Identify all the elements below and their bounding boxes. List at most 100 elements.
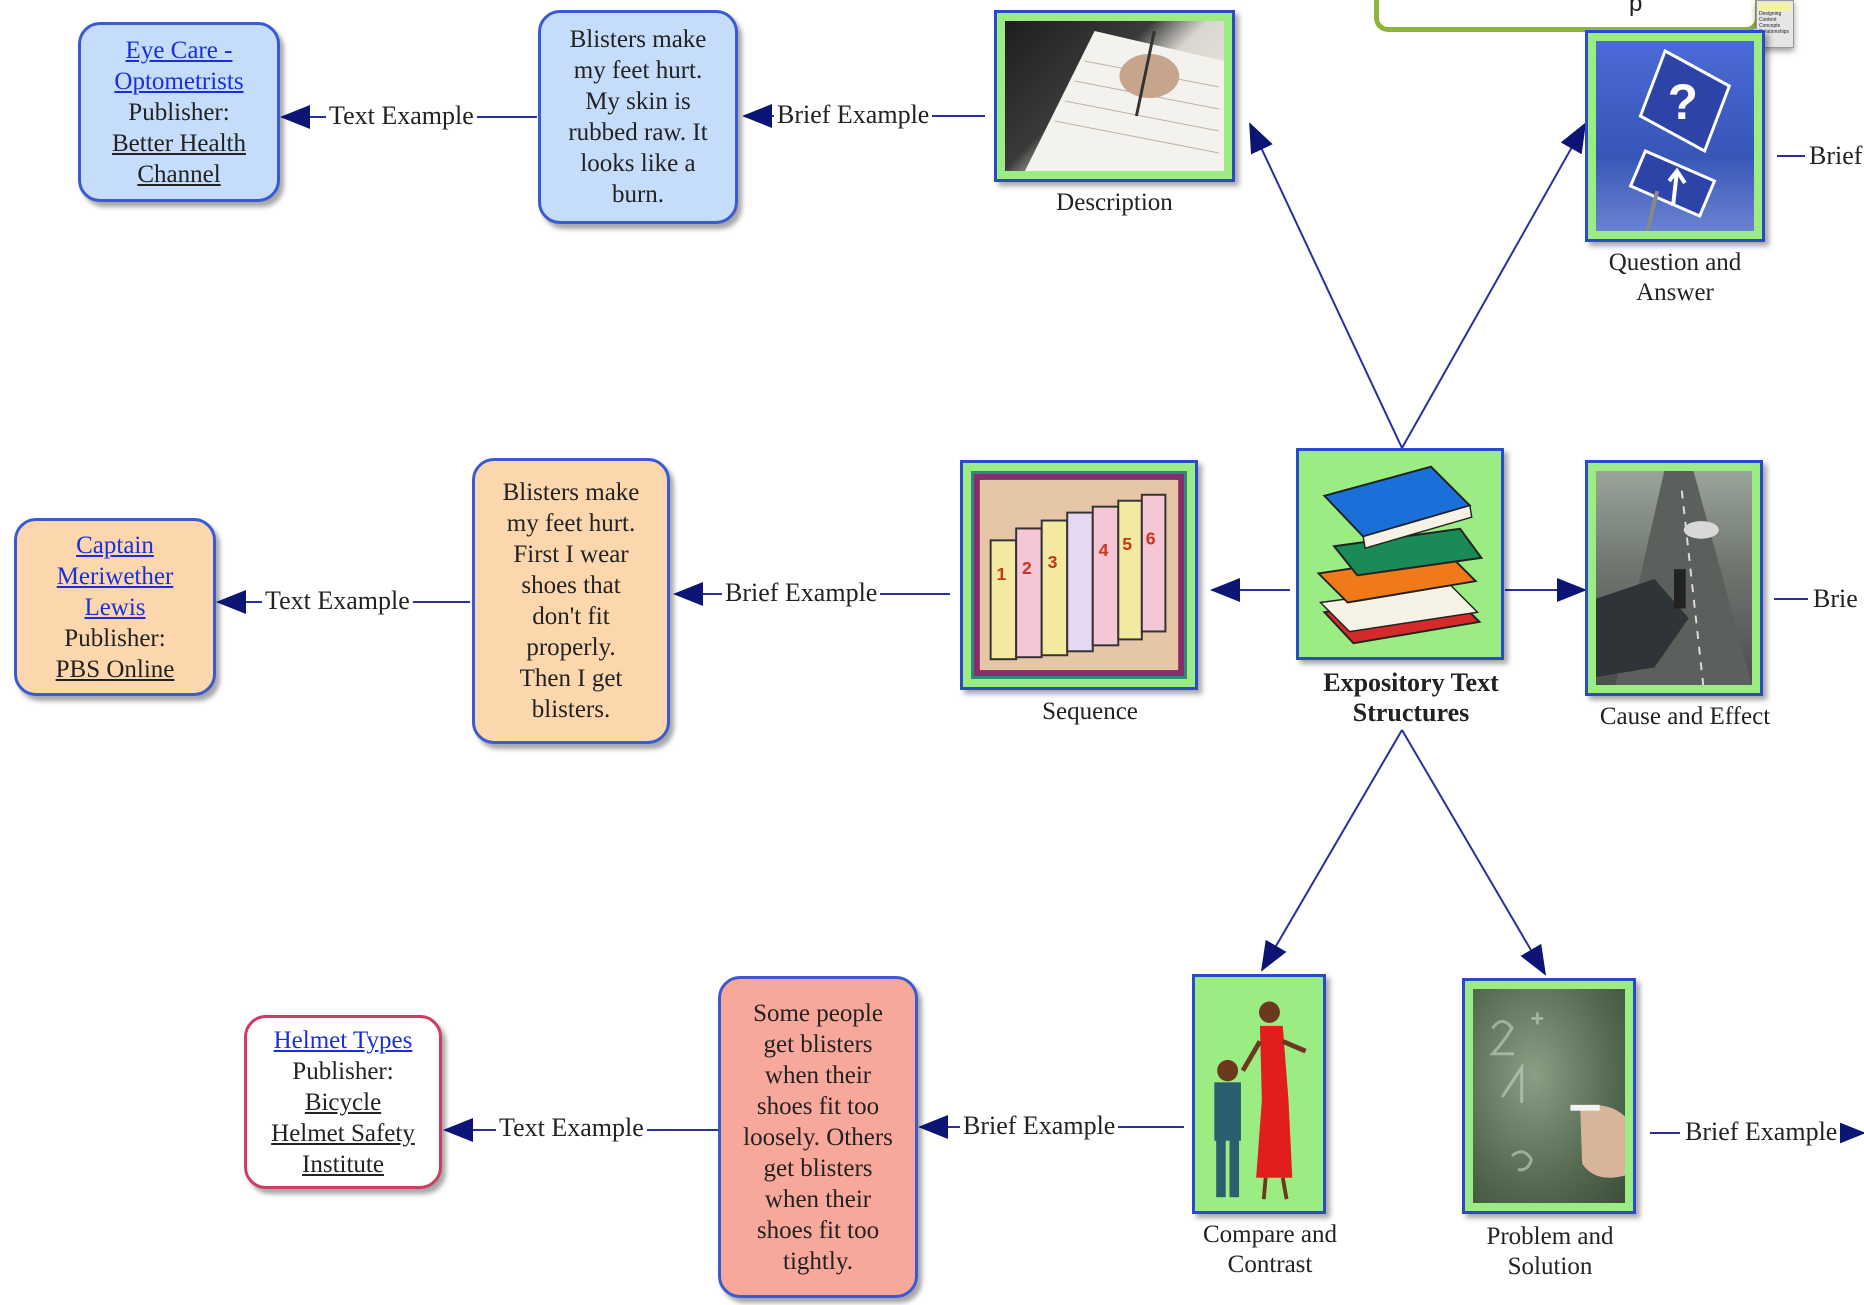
brief-line: loosely. Others (743, 1123, 893, 1151)
caption-line: Solution (1507, 1253, 1593, 1280)
brief-example-box-top[interactable]: Blisters make my feet hurt. My skin is r… (538, 10, 738, 224)
caption-line: Answer (1636, 279, 1714, 306)
brief-line: my feet hurt. (506, 510, 636, 537)
publisher-name[interactable]: Bicycle (304, 1088, 382, 1116)
brief-line: blisters. (531, 696, 611, 723)
brief-line: First I wear (513, 541, 629, 568)
publisher-name[interactable]: PBS Online (55, 655, 175, 683)
caption-line: Contrast (1227, 1251, 1313, 1278)
source-box-helmet[interactable]: Helmet Types Publisher: Bicycle Helmet S… (244, 1015, 442, 1189)
edge-center-question (1401, 122, 1586, 449)
source-box-eye-care[interactable]: Eye Care - Optometrists Publisher: Bette… (78, 22, 280, 202)
brief-line: Blisters make (502, 479, 640, 506)
svg-text:1: 1 (997, 564, 1007, 584)
node-problem-solution[interactable] (1462, 978, 1636, 1214)
brief-line: don't fit (532, 603, 610, 630)
node-question-answer[interactable]: ? (1585, 30, 1765, 242)
node-caption-cause: Cause and Effect (1599, 703, 1771, 730)
brief-line: shoes fit too (756, 1092, 880, 1120)
publisher-name[interactable]: Better Health (112, 129, 246, 157)
node-description[interactable] (994, 10, 1235, 182)
source-title-link[interactable]: Eye Care - (125, 36, 233, 64)
publisher-name[interactable]: Institute (302, 1150, 384, 1178)
caption-line: Compare and (1203, 1221, 1337, 1248)
chalkboard-image (1473, 989, 1625, 1203)
edge-center-problem (1401, 729, 1547, 976)
brief-line: get blisters (763, 1030, 873, 1058)
edge-label-text-example: Text Example (262, 586, 413, 616)
brief-line: properly. (526, 634, 616, 661)
source-title-link[interactable]: Helmet Types (273, 1026, 413, 1054)
brief-line: Blisters make (569, 26, 707, 53)
brief-line: Then I get (519, 665, 623, 692)
book-stack-image (1305, 457, 1495, 651)
brief-line: shoes that (521, 572, 621, 599)
tooltip-popup: p (1374, 0, 1760, 32)
brief-line: Some people (753, 999, 883, 1027)
brief-line: my feet hurt. (573, 57, 703, 84)
tooltip-text: p (1629, 0, 1643, 17)
thumbnail-line: Designing (1759, 11, 1782, 17)
thumbnail-line: Content (1759, 17, 1777, 23)
source-title-link[interactable]: Captain (76, 531, 154, 559)
edge-center-description (1249, 122, 1403, 449)
node-caption-question: Question and Answer (1570, 248, 1780, 308)
edge-label-brief-partial: Brief (1806, 141, 1863, 171)
node-caption-problem: Problem and Solution (1440, 1222, 1660, 1282)
writing-hand-image (1005, 21, 1224, 171)
svg-text:?: ? (1668, 74, 1698, 130)
caption-line: Problem and (1486, 1223, 1614, 1250)
question-sign-image: ? (1596, 41, 1754, 231)
source-title-link[interactable]: Meriwether (56, 562, 174, 590)
edge-label-brief-partial: Brie (1810, 584, 1858, 614)
svg-text:5: 5 (1122, 534, 1132, 554)
source-title-link[interactable]: Optometrists (114, 67, 244, 95)
svg-text:4: 4 (1099, 540, 1109, 560)
thumbnail-line: Relationships (1759, 29, 1790, 35)
edge-label-brief-example: Brief Example (722, 578, 881, 608)
node-caption-sequence: Sequence (1042, 698, 1138, 725)
svg-text:3: 3 (1048, 552, 1058, 572)
caption-line: Question and (1608, 249, 1742, 276)
node-cause-effect[interactable] (1585, 460, 1763, 696)
car-accident-image (1596, 471, 1752, 685)
node-compare-contrast[interactable] (1192, 974, 1326, 1214)
edge-label-text-example: Text Example (496, 1113, 647, 1143)
center-caption-line: Expository Text (1323, 668, 1499, 697)
brief-line: shoes fit too (756, 1216, 880, 1244)
brief-line: looks like a (580, 150, 696, 177)
svg-text:6: 6 (1146, 528, 1156, 548)
edge-label-text-example: Text Example (326, 101, 477, 131)
publisher-name[interactable]: Channel (137, 160, 221, 188)
publisher-label: Publisher: (64, 624, 166, 652)
node-caption-compare: Compare and Contrast (1160, 1220, 1380, 1280)
svg-text:2: 2 (1022, 558, 1032, 578)
center-caption: Expository Text Structures (1296, 668, 1526, 728)
source-box-meriwether[interactable]: Captain Meriwether Lewis Publisher: PBS … (14, 518, 216, 696)
brief-example-box-bottom[interactable]: Some people get blisters when their shoe… (718, 976, 918, 1298)
publisher-label: Publisher: (292, 1057, 394, 1085)
brief-line: when their (764, 1061, 872, 1089)
node-caption-description: Description (1056, 189, 1173, 216)
center-caption-line: Structures (1352, 698, 1470, 727)
thumbnail-preview[interactable]: Designing Content Concepts Relationships (1756, 0, 1794, 48)
node-expository-text-structures[interactable] (1296, 448, 1504, 660)
two-people-image (1201, 983, 1317, 1205)
brief-line: My skin is (585, 88, 691, 115)
brief-line: get blisters (763, 1154, 873, 1182)
thumbnail-line: Concepts (1759, 23, 1781, 29)
brief-line: burn. (611, 181, 665, 208)
brief-example-box-middle[interactable]: Blisters make my feet hurt. First I wear… (472, 458, 670, 744)
source-title-link[interactable]: Lewis (84, 593, 146, 621)
brief-line: when their (764, 1185, 872, 1213)
edge-label-brief-example: Brief Example (960, 1111, 1119, 1141)
brief-line: tightly. (783, 1247, 853, 1275)
publisher-label: Publisher: (128, 98, 230, 126)
edge-label-brief-example: Brief Example (1682, 1117, 1841, 1147)
brief-line: rubbed raw. It (568, 119, 708, 146)
edge-label-brief-example: Brief Example (774, 100, 933, 130)
publisher-name[interactable]: Helmet Safety (271, 1119, 415, 1147)
